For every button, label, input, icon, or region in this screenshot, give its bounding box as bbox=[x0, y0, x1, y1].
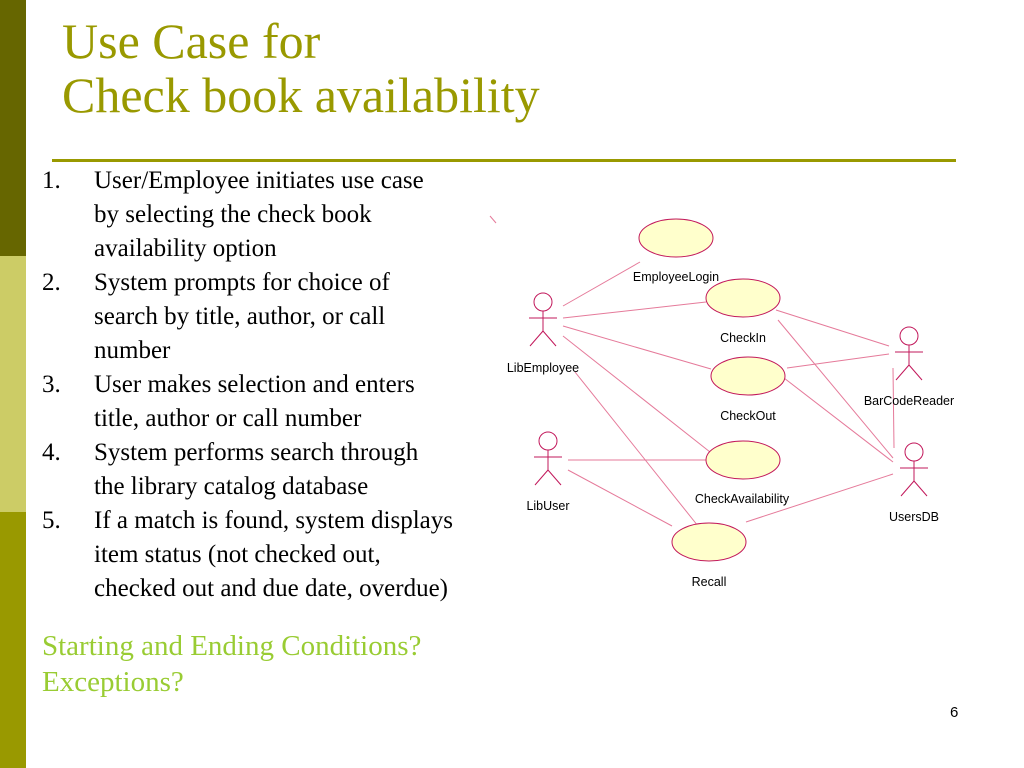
assoc-checkin-usersdb bbox=[777, 319, 894, 459]
step-line: If a match is found, system displays bbox=[94, 507, 453, 534]
assoc-employee-checkout bbox=[562, 325, 712, 370]
actor-leg-right bbox=[542, 330, 557, 347]
actor-leg-right bbox=[908, 364, 923, 381]
association-lines bbox=[562, 261, 895, 527]
assoc-employee-availability bbox=[562, 335, 711, 453]
assoc-barcode-usersdb bbox=[892, 367, 895, 449]
step-line: availability option bbox=[94, 235, 277, 262]
step-number: 3. bbox=[42, 371, 61, 398]
step-item: 1. User/Employee initiates use case by s… bbox=[42, 164, 512, 266]
actor-users-db bbox=[900, 442, 928, 497]
slide-title: Use Case for Check book availability bbox=[62, 14, 540, 122]
step-line: User/Employee initiates use case bbox=[94, 167, 424, 194]
actor-head bbox=[899, 326, 919, 346]
step-item: 5. If a match is found, system displays … bbox=[42, 504, 512, 606]
actor-leg-left bbox=[895, 364, 910, 381]
assoc-employee-recall bbox=[574, 371, 699, 527]
actor-leg-left bbox=[534, 469, 549, 486]
step-line: item status (not checked out, bbox=[94, 541, 381, 568]
actor-head bbox=[533, 292, 553, 312]
step-line: checked out and due date, overdue) bbox=[94, 575, 449, 602]
slide-title-line-2: Check book availability bbox=[62, 67, 540, 123]
step-number: 5. bbox=[42, 507, 61, 534]
page-number: 6 bbox=[950, 704, 959, 721]
use-case-employee-login bbox=[638, 218, 714, 258]
assoc-employee-login bbox=[562, 261, 641, 307]
step-line: User makes selection and enters bbox=[94, 371, 415, 398]
title-underline bbox=[52, 159, 956, 162]
step-item: 4. System performs search through the li… bbox=[42, 436, 512, 504]
use-case-recall bbox=[671, 522, 747, 562]
use-case-check-availability bbox=[705, 440, 781, 480]
actor-leg-right bbox=[913, 480, 928, 497]
sidebar-stripe bbox=[0, 0, 26, 768]
sidebar-segment-light bbox=[0, 256, 26, 512]
question-conditions: Starting and Ending Conditions? bbox=[42, 630, 422, 662]
stray-mark bbox=[489, 215, 497, 224]
actor-label-lib-user: LibUser bbox=[526, 499, 569, 513]
actor-head bbox=[538, 431, 558, 451]
step-line: System prompts for choice of bbox=[94, 269, 390, 296]
actor-leg-left bbox=[529, 330, 544, 347]
use-case-check-in bbox=[705, 278, 781, 318]
assoc-checkout-barcode bbox=[786, 353, 890, 369]
open-questions: Starting and Ending Conditions? Exceptio… bbox=[42, 628, 421, 700]
step-number: 4. bbox=[42, 439, 61, 466]
actor-label-users-db: UsersDB bbox=[889, 510, 939, 524]
actor-bar-code-reader bbox=[895, 326, 923, 381]
sidebar-segment-mid bbox=[0, 512, 26, 768]
step-line: the library catalog database bbox=[94, 473, 369, 500]
actor-label-bar-code-reader: BarCodeReader bbox=[864, 394, 954, 408]
use-case-label-check-availability: CheckAvailability bbox=[695, 492, 790, 506]
assoc-checkin-barcode bbox=[775, 309, 890, 347]
step-line: number bbox=[94, 337, 171, 364]
step-line: search by title, author, or call bbox=[94, 303, 386, 330]
use-case-check-out bbox=[710, 356, 786, 396]
step-line: title, author or call number bbox=[94, 405, 362, 432]
use-case-label-check-in: CheckIn bbox=[720, 331, 766, 345]
use-case-label-check-out: CheckOut bbox=[720, 409, 776, 423]
slide-title-line-1: Use Case for bbox=[62, 13, 321, 69]
assoc-user-recall bbox=[567, 469, 673, 527]
assoc-recall-usersdb bbox=[745, 473, 894, 523]
actor-label-lib-employee: LibEmployee bbox=[507, 361, 579, 375]
step-line: by selecting the check book bbox=[94, 201, 372, 228]
assoc-checkout-usersdb bbox=[783, 377, 894, 463]
actor-lib-employee bbox=[529, 292, 557, 347]
steps-list: 1. User/Employee initiates use case by s… bbox=[42, 164, 512, 606]
actor-leg-right bbox=[547, 469, 562, 486]
use-case-label-recall: Recall bbox=[692, 575, 727, 589]
question-exceptions: Exceptions? bbox=[42, 666, 184, 698]
step-line: System performs search through bbox=[94, 439, 419, 466]
step-number: 2. bbox=[42, 269, 61, 296]
sidebar-segment-dark bbox=[0, 0, 26, 256]
step-number: 1. bbox=[42, 167, 61, 194]
actor-lib-user bbox=[534, 431, 562, 486]
actor-head bbox=[904, 442, 924, 462]
actor-leg-left bbox=[900, 480, 915, 497]
step-item: 2. System prompts for choice of search b… bbox=[42, 266, 512, 368]
assoc-employee-checkin bbox=[562, 301, 707, 319]
step-item: 3. User makes selection and enters title… bbox=[42, 368, 512, 436]
use-case-label-employee-login: EmployeeLogin bbox=[633, 270, 719, 284]
